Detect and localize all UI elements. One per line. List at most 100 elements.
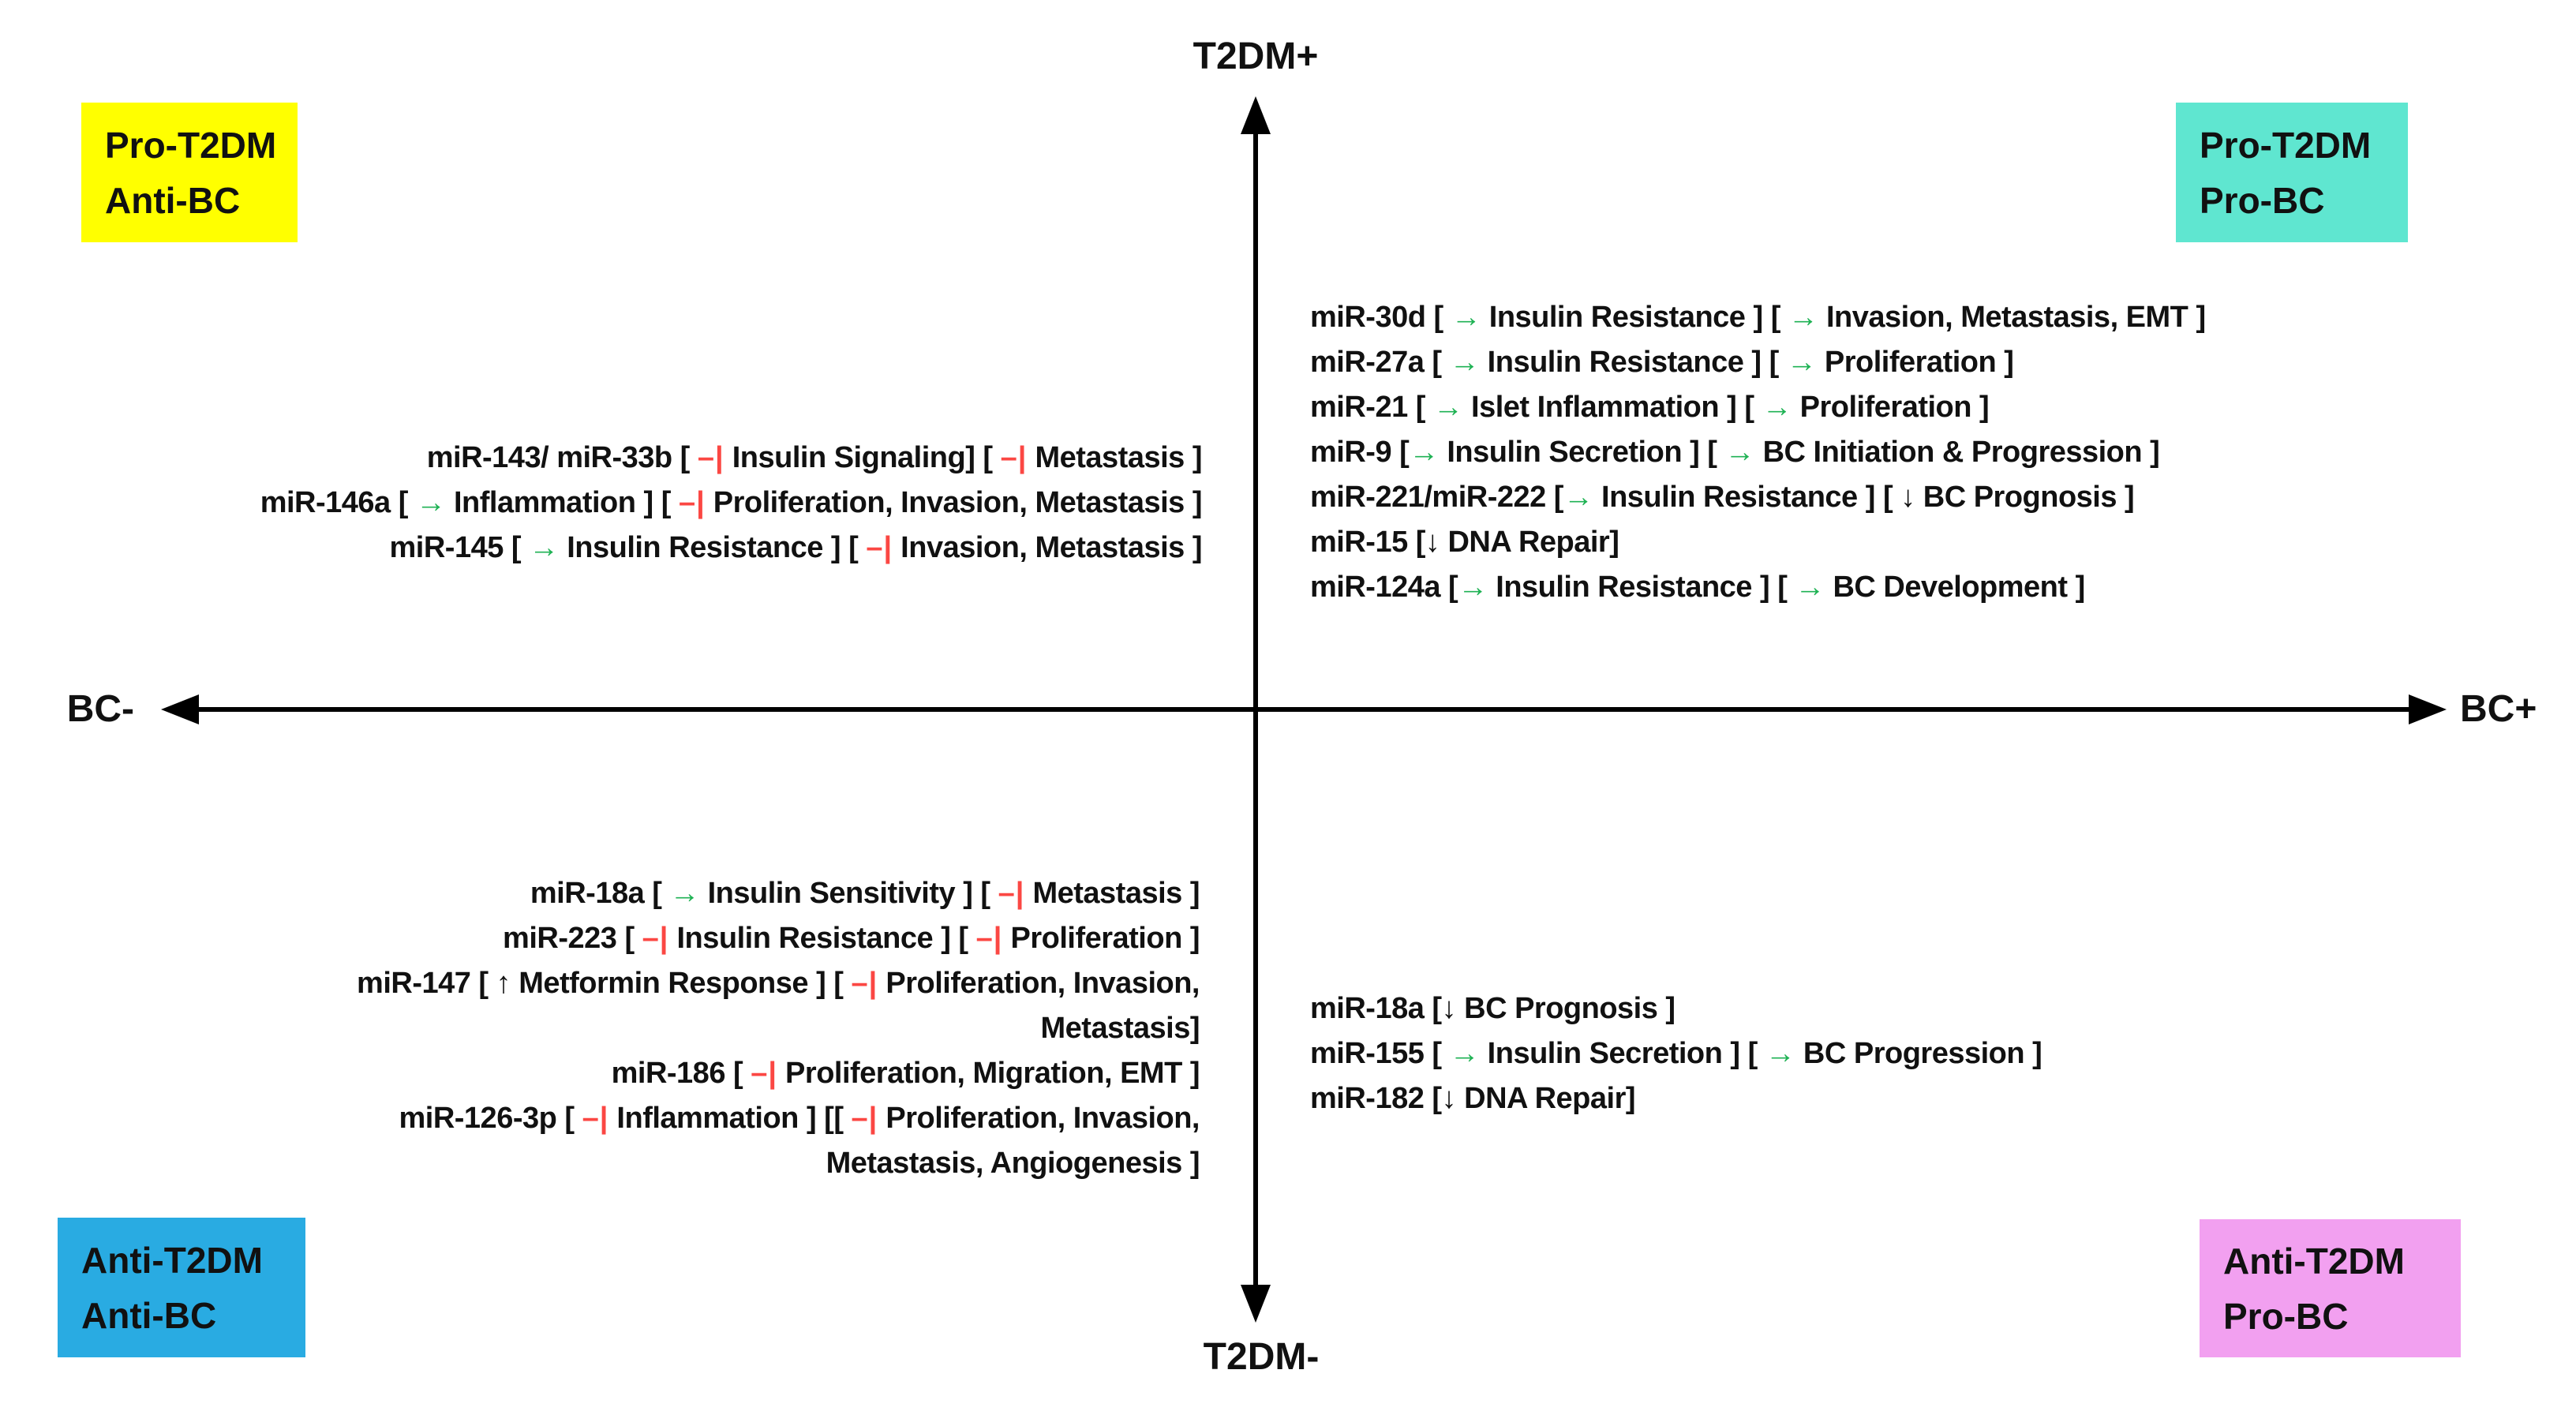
axis-arrowhead-right-icon <box>2409 694 2447 724</box>
legend-line: Pro-T2DM <box>2200 124 2372 166</box>
mir-annotation-line: miR-126-3p [ –| Inflammation ] [[ –| Pro… <box>47 1096 1200 1141</box>
annotation-text: miR-182 [ <box>1310 1082 1442 1115</box>
promote-icon: → <box>1449 346 1480 379</box>
annotation-text: miR-9 [ <box>1310 436 1410 469</box>
quadrant-top-left-mirnas: miR-143/ miR-33b [ –| Insulin Signaling]… <box>47 436 1203 571</box>
annotation-text: Proliferation, Invasion, Metastasis ] <box>705 486 1203 519</box>
legend-line: Anti-BC <box>81 1294 217 1336</box>
annotation-text: Islet Inflammation ] [ <box>1462 391 1762 424</box>
annotation-text: Insulin Resistance ] [ <box>668 922 976 955</box>
inhibit-icon: –| <box>678 486 706 519</box>
legend-line: Pro-BC <box>2200 179 2325 221</box>
annotation-text: Proliferation, Invasion, <box>878 1102 1200 1135</box>
legend-box-anti-t2dm-pro-bc: Anti-T2DM Pro-BC <box>2200 1219 2461 1357</box>
down-icon: ↓ <box>1900 481 1915 514</box>
annotation-text: Proliferation, Invasion, <box>878 967 1200 1000</box>
annotation-text: miR-18a [ <box>530 877 670 910</box>
down-icon: ↓ <box>1425 526 1440 559</box>
axis-label-bc-plus: BC+ <box>2460 688 2537 730</box>
annotation-text: DNA Repair] <box>1440 526 1619 559</box>
annotation-text: miR-124a [ <box>1310 571 1458 604</box>
inhibit-icon: –| <box>582 1102 609 1135</box>
mir-annotation-line: miR-21 [ → Islet Inflammation ] [ → Prol… <box>1310 385 2529 430</box>
inhibit-icon: –| <box>642 922 669 955</box>
annotation-text: miR-30d [ <box>1310 301 1451 334</box>
promote-icon: → <box>1788 301 1818 334</box>
mir-annotation-line: miR-143/ miR-33b [ –| Insulin Signaling]… <box>47 436 1203 481</box>
annotation-text: miR-221/miR-222 [ <box>1310 481 1563 514</box>
mir-annotation-line: miR-124a [→ Insulin Resistance ] [ → BC … <box>1310 565 2529 610</box>
annotation-text: Invasion, Metastasis, EMT ] <box>1818 301 2206 334</box>
annotation-text: BC Prognosis ] <box>1915 481 2135 514</box>
promote-icon: → <box>1762 391 1792 424</box>
mir-annotation-line: miR-30d [ → Insulin Resistance ] [ → Inv… <box>1310 295 2529 340</box>
promote-icon: → <box>1786 346 1817 379</box>
annotation-text: Proliferation, Migration, EMT ] <box>777 1057 1200 1090</box>
mir-annotation-line: miR-145 [ → Insulin Resistance ] [ –| In… <box>47 526 1203 571</box>
mir-annotation-line: miR-186 [ –| Proliferation, Migration, E… <box>47 1051 1200 1096</box>
annotation-text: Inflammation ] [ <box>445 486 679 519</box>
promote-icon: → <box>1451 301 1481 334</box>
mir-annotation-line: miR-155 [ → Insulin Secretion ] [ → BC P… <box>1310 1031 2339 1076</box>
axis-arrowhead-left-icon <box>161 694 199 724</box>
annotation-text: miR-145 [ <box>389 531 530 564</box>
annotation-text: miR-155 [ <box>1310 1037 1450 1070</box>
annotation-text: miR-15 [ <box>1310 526 1425 559</box>
axis-arrowhead-up-icon <box>1241 96 1271 134</box>
mir-annotation-line: miR-18a [↓ BC Prognosis ] <box>1310 986 2339 1031</box>
legend-line: Anti-BC <box>105 179 241 221</box>
annotation-text: Metformin Response ] [ <box>511 967 852 1000</box>
annotation-text: miR-143/ miR-33b [ <box>426 441 698 474</box>
annotation-text: BC Development ] <box>1825 571 2085 604</box>
mir-annotation-line: Metastasis, Angiogenesis ] <box>47 1141 1200 1186</box>
legend-line: Anti-T2DM <box>2223 1240 2405 1282</box>
axis-label-t2dm-plus: T2DM+ <box>1193 36 1319 77</box>
annotation-text: Metastasis ] <box>1027 441 1202 474</box>
mir-annotation-line: miR-9 [→ Insulin Secretion ] [ → BC Init… <box>1310 430 2529 475</box>
down-icon: ↓ <box>1441 1082 1457 1115</box>
annotation-text: Insulin Signaling] [ <box>724 441 1001 474</box>
mir-annotation-line: miR-223 [ –| Insulin Resistance ] [ –| P… <box>47 916 1200 961</box>
annotation-text: miR-186 [ <box>611 1057 751 1090</box>
mir-annotation-line: miR-182 [↓ DNA Repair] <box>1310 1076 2339 1121</box>
annotation-text: Insulin Secretion ] [ <box>1479 1037 1765 1070</box>
mir-annotation-line: Metastasis] <box>47 1006 1200 1051</box>
legend-box-anti-t2dm-anti-bc: Anti-T2DM Anti-BC <box>58 1218 305 1357</box>
inhibit-icon: –| <box>975 922 1003 955</box>
annotation-text: miR-146a [ <box>260 486 416 519</box>
annotation-text: Insulin Resistance ] [ <box>1488 571 1795 604</box>
legend-line: Anti-T2DM <box>81 1239 263 1281</box>
inhibit-icon: –| <box>851 967 878 1000</box>
mir-annotation-line: miR-221/miR-222 [→ Insulin Resistance ] … <box>1310 475 2529 520</box>
annotation-text: miR-21 [ <box>1310 391 1433 424</box>
quadrant-bottom-right-mirnas: miR-18a [↓ BC Prognosis ]miR-155 [ → Ins… <box>1310 986 2339 1121</box>
annotation-text: miR-126-3p [ <box>399 1102 582 1135</box>
annotation-text: Insulin Secretion ] [ <box>1439 436 1725 469</box>
promote-icon: → <box>529 531 560 564</box>
annotation-text: miR-147 [ <box>357 967 496 1000</box>
annotation-text: Proliferation ] <box>1002 922 1200 955</box>
up-icon: ↑ <box>496 967 511 1000</box>
annotation-text: Proliferation ] <box>1792 391 1990 424</box>
annotation-text: Invasion, Metastasis ] <box>893 531 1202 564</box>
mir-annotation-line: miR-147 [ ↑ Metformin Response ] [ –| Pr… <box>47 961 1200 1006</box>
annotation-text: Metastasis ] <box>1024 877 1200 910</box>
legend-box-pro-t2dm-pro-bc: Pro-T2DM Pro-BC <box>2176 103 2408 242</box>
axis-label-t2dm-minus: T2DM- <box>1203 1336 1320 1378</box>
annotation-text: BC Progression ] <box>1795 1037 2042 1070</box>
inhibit-icon: –| <box>851 1102 878 1135</box>
mir-annotation-line: miR-27a [ → Insulin Resistance ] [ → Pro… <box>1310 340 2529 385</box>
quadrant-top-right-mirnas: miR-30d [ → Insulin Resistance ] [ → Inv… <box>1310 295 2529 610</box>
inhibit-icon: –| <box>751 1057 777 1090</box>
annotation-text: Metastasis, Angiogenesis ] <box>826 1147 1200 1180</box>
promote-icon: → <box>1432 391 1463 424</box>
annotation-text: miR-18a [ <box>1310 992 1442 1025</box>
mir-annotation-line: miR-146a [ → Inflammation ] [ –| Prolife… <box>47 481 1203 526</box>
promote-icon: → <box>1449 1037 1480 1070</box>
inhibit-icon: –| <box>866 531 893 564</box>
promote-icon: → <box>1409 436 1440 469</box>
legend-line: Pro-BC <box>2223 1295 2349 1337</box>
inhibit-icon: –| <box>998 877 1025 910</box>
promote-icon: → <box>1765 1037 1795 1070</box>
